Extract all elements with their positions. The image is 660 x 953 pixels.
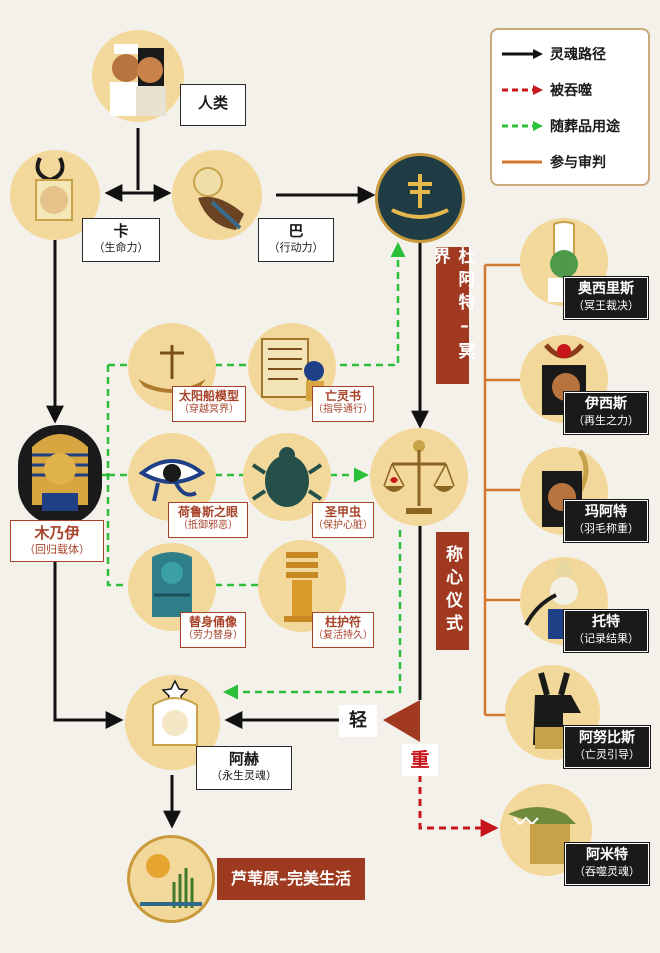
light-label: 轻 [339,705,377,737]
akh-title: 阿赫 [228,750,259,768]
legend-judgment-label: 参与审判 [550,155,606,171]
heavy-label: 重 [402,744,438,776]
god-osiris-title: 奥西里斯 [578,281,634,297]
book-dead-sub: （指导通行） [313,404,373,415]
legend: 灵魂路径 被吞噬 随葬品用途 参与审判 [490,28,650,186]
ammit-disc [500,784,592,876]
duat-boat-icon [391,174,449,219]
mummy-sub: （回归载体） [24,542,90,556]
god-isis-title: 伊西斯 [585,396,627,412]
god-ammit: 阿米特 （吞噬灵魂） [565,843,649,885]
duat-emblem [375,153,465,243]
legend-devoured-label: 被吞噬 [550,83,592,99]
ammit-crocodile-icon [508,807,576,864]
eye-horus-title: 荷鲁斯之眼 [177,505,238,519]
solar-boat-sub: （穿越冥界） [179,404,239,415]
book-dead-title: 亡灵书 [324,389,361,403]
ka-disc [10,150,100,240]
weighing-bar: 称心仪式 [436,532,469,650]
scarab-beetle-icon [251,447,323,507]
solid-arrow-icon [502,49,543,59]
eye-horus-label: 荷鲁斯之眼 （抵御邪恶） [168,502,248,538]
book-to-duat [340,242,406,367]
book-dead-disc [248,323,336,411]
solar-boat-title: 太阳船模型 [178,389,239,403]
ba-title: 巴 [288,222,304,240]
god-ammit-title: 阿米特 [586,847,628,863]
book-dead-label: 亡灵书 （指导通行） [312,386,374,422]
ba-bird-icon [193,167,244,230]
god-osiris-sub: （冥王裁决） [573,298,639,312]
god-anubis-title: 阿努比斯 [579,730,635,746]
god-thoth-title: 托特 [592,614,620,630]
ushabti-title: 替身俑像 [188,615,237,629]
ushabti-figure-icon [152,552,192,617]
scarab-sub: （保护心脏） [313,520,373,531]
anubis-jackal-icon [533,672,581,749]
ushabti-label: 替身俑像 （劳力替身） [180,612,246,648]
ushabti-sub: （劳力替身） [183,630,243,641]
god-ammit-sub: （吞噬灵魂） [574,864,640,878]
legend-judgment: 参与审判 [500,144,640,180]
ba-sub: （行动力） [268,240,324,254]
djed-to-akh [223,530,402,700]
djed-sub: （复活持久） [313,630,373,641]
ka-title: 卡 [113,222,129,240]
human-label: 人类 [180,84,246,126]
eye-of-horus-icon [138,459,206,502]
djed-label: 柱护符 （复活持久） [312,612,374,648]
duat-bar: 杜阿特–冥界 [430,247,475,384]
judgment-pointer [383,700,420,742]
aaru-label: 芦苇原–完美生活 [217,858,365,900]
human-title: 人类 [197,94,228,112]
god-isis: 伊西斯 （再生之力） [564,392,648,434]
orange-line-icon [502,160,542,164]
legend-burial-use: 随葬品用途 [500,108,640,144]
god-maat: 玛阿特 （羽毛称重） [564,500,648,542]
god-maat-sub: （羽毛称重） [573,521,639,535]
aaru-disc [127,835,215,923]
legend-burial-use-label: 随葬品用途 [550,119,620,135]
akh-figure-icon [152,679,198,746]
mummy-disc [18,425,102,525]
mummy-to-akh [53,560,124,729]
ba-disc [172,150,262,240]
red-dashed-arrow-icon [502,85,543,95]
akh-sub: （永生灵魂） [211,768,277,782]
god-thoth: 托特 （记录结果） [564,610,648,652]
eye-horus-sub: （抵御邪恶） [178,520,238,531]
god-isis-sub: （再生之力） [573,413,639,427]
human-couple-icon [110,44,166,116]
ka-label: 卡 （生命力） [82,218,160,262]
legend-soul-path: 灵魂路径 [500,36,640,72]
green-left-trunk [106,365,130,587]
legend-soul-path-label: 灵魂路径 [550,47,606,63]
heavy-to-ammit [418,775,499,837]
reed-field-icon [140,854,202,908]
mummy-title: 木乃伊 [34,524,80,542]
mummy-label: 木乃伊 （回归载体） [10,520,104,562]
ka-sub: （生命力） [93,240,149,254]
ka-figure-icon [35,157,73,221]
god-anubis-sub: （亡灵引导） [574,747,640,761]
god-osiris: 奥西里斯 （冥王裁决） [564,277,648,319]
djed-pillar-icon [284,552,320,622]
god-maat-title: 玛阿特 [585,504,627,520]
human-disc [92,30,184,122]
mummy-mask-icon [32,434,88,511]
scale-icon [383,440,455,514]
akh-label: 阿赫 （永生灵魂） [196,746,292,790]
djed-title: 柱护符 [324,615,361,629]
ba-label: 巴 （行动力） [258,218,334,262]
god-anubis: 阿努比斯 （亡灵引导） [564,726,650,768]
green-dashed-arrow-icon [502,121,543,131]
scale-disc [370,428,468,526]
scarab-title: 圣甲虫 [324,505,361,519]
scarab-label: 圣甲虫 （保护心脏） [312,502,374,538]
legend-devoured: 被吞噬 [500,72,640,108]
god-thoth-sub: （记录结果） [573,631,639,645]
solar-boat-label: 太阳船模型 （穿越冥界） [172,386,246,422]
